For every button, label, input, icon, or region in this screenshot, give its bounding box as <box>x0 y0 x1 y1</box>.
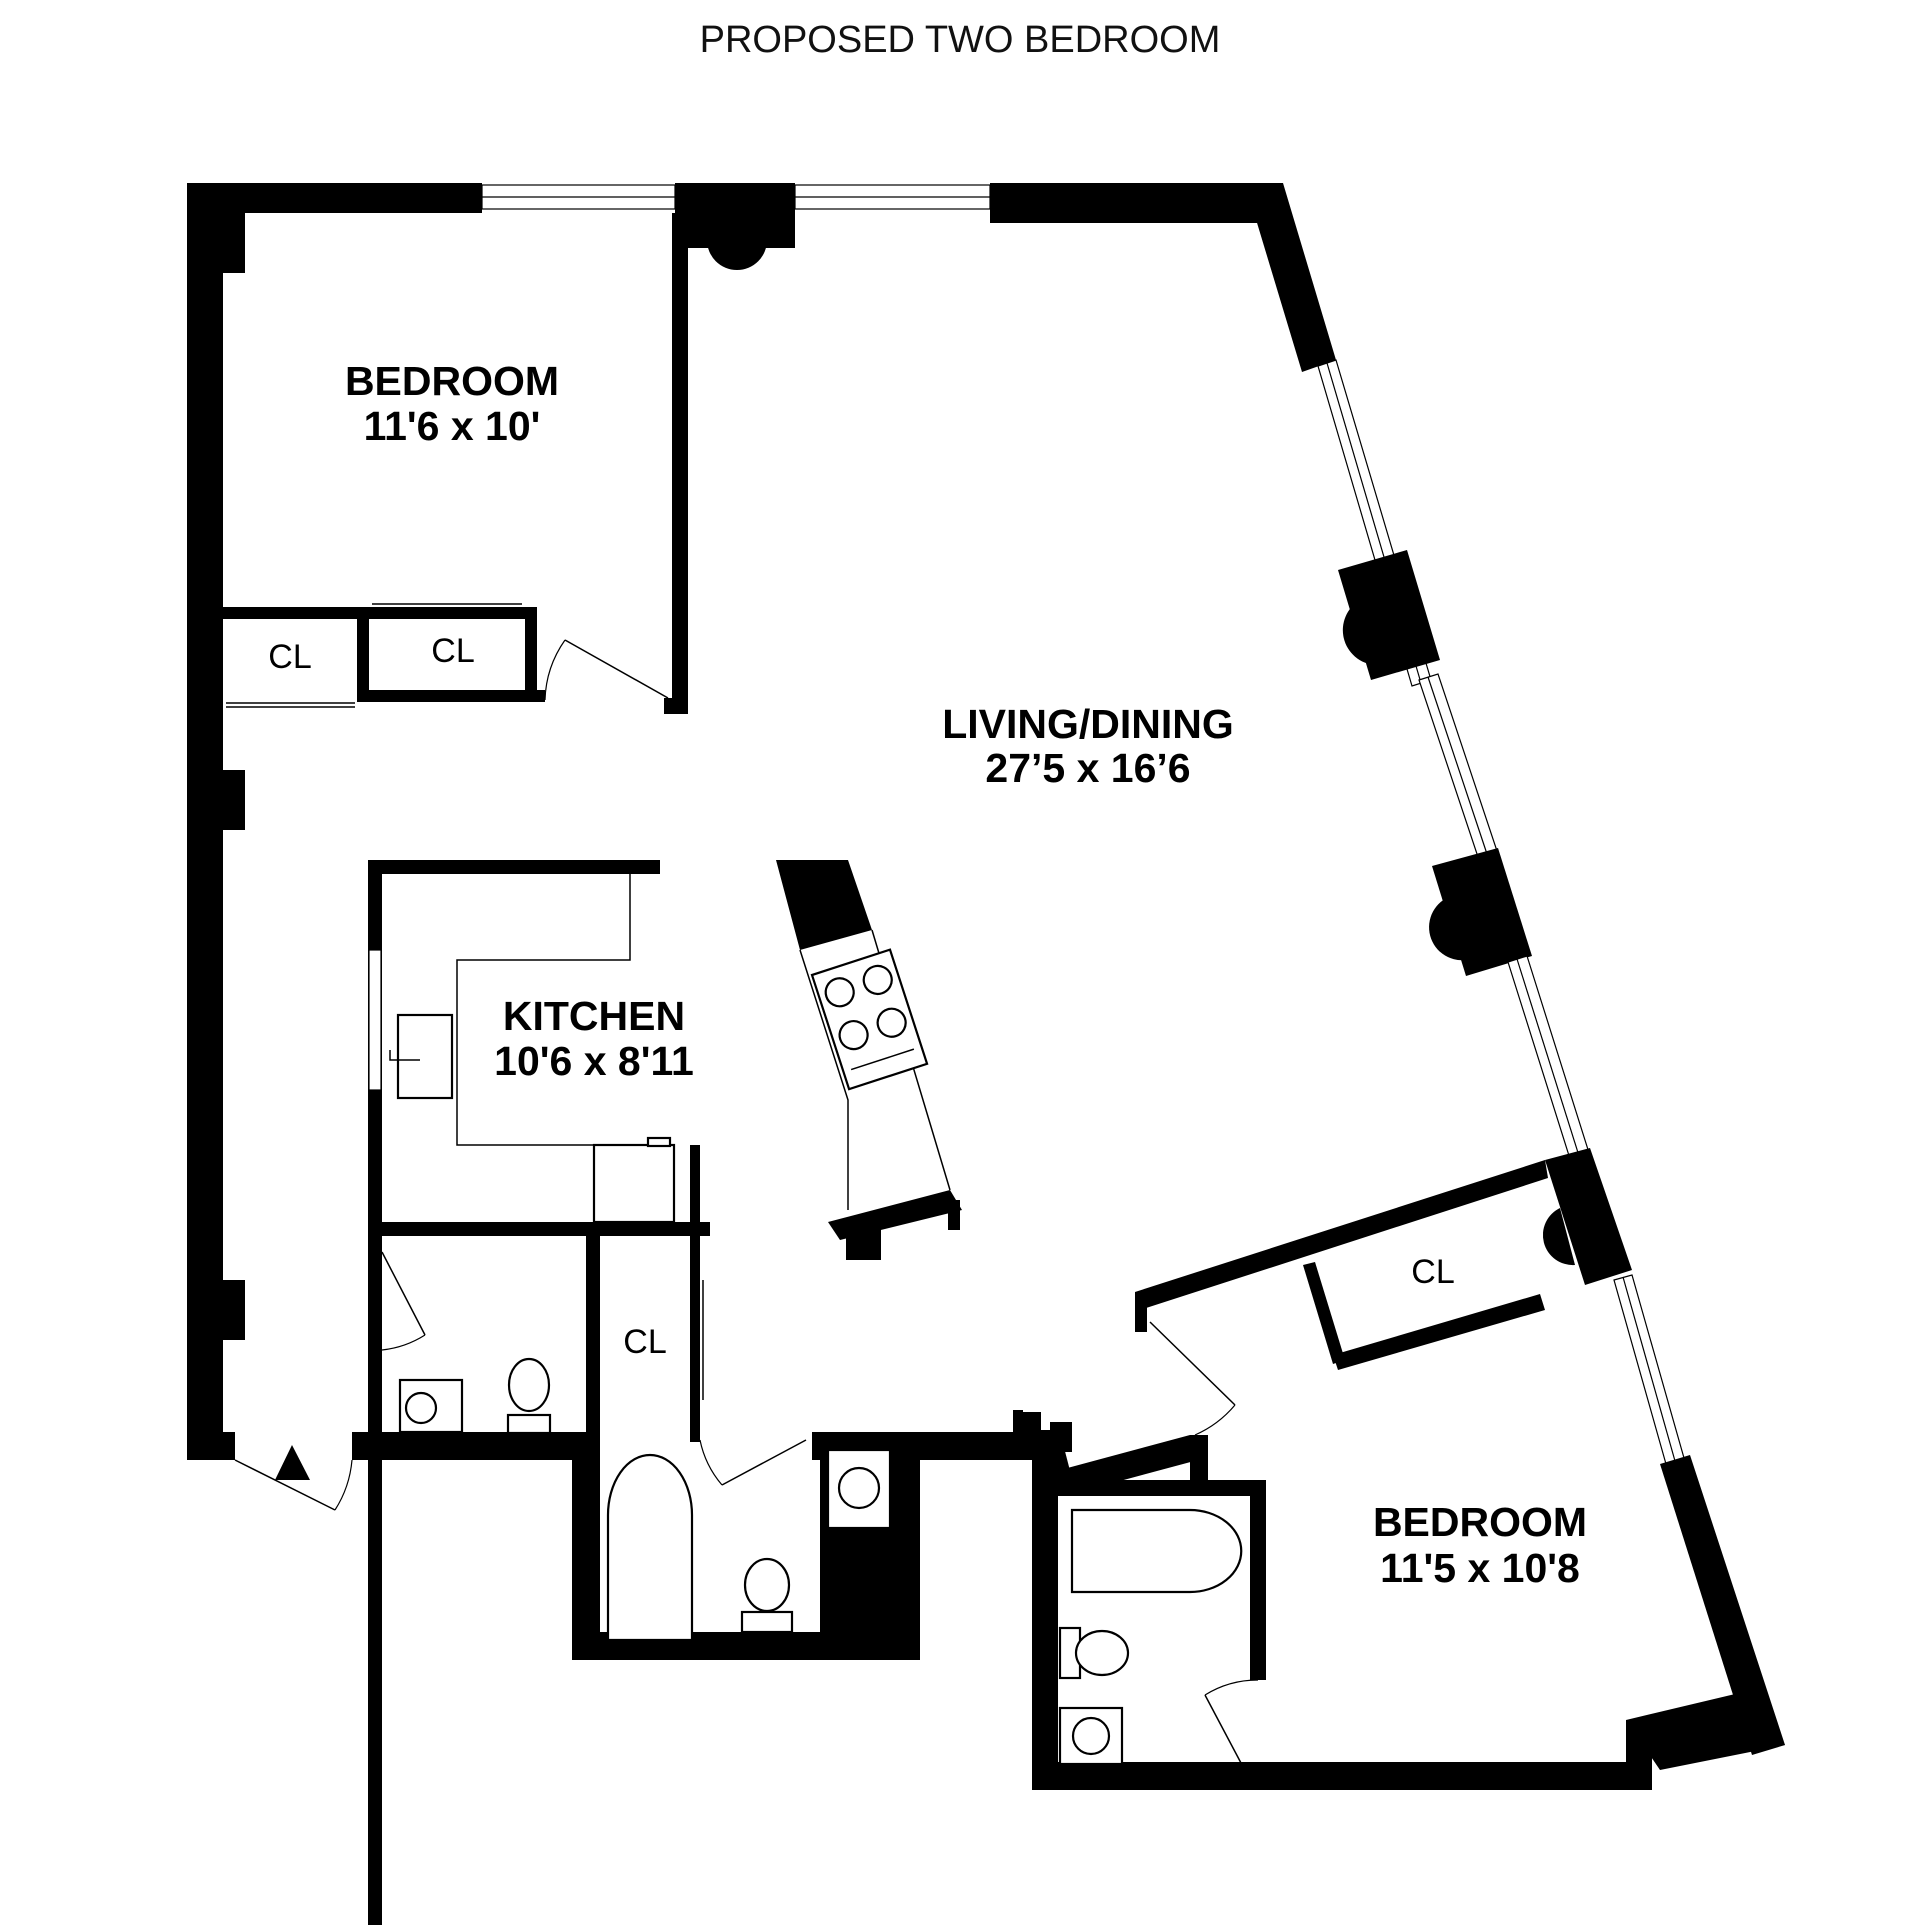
kitchen-name: KITCHEN <box>503 993 685 1039</box>
living-dining-dims: 27’5 x 16’6 <box>985 745 1190 791</box>
toilet-icon <box>740 1557 794 1634</box>
closet-label-2: CL <box>431 632 474 670</box>
bathtub-icon <box>1070 1508 1243 1594</box>
closet-label-1: CL <box>268 638 311 676</box>
kitchen-sink-icon <box>396 1013 454 1100</box>
doors <box>226 603 1538 1781</box>
stove-icon <box>810 948 929 1091</box>
fixtures <box>389 948 1243 1766</box>
toilet-icon <box>506 1357 552 1435</box>
plan-title: PROPOSED TWO BEDROOM <box>700 19 1221 61</box>
closet-label-3: CL <box>623 1323 666 1361</box>
bedroom-2-name: BEDROOM <box>1373 1499 1587 1545</box>
bedroom-1-name: BEDROOM <box>345 358 559 404</box>
interior-walls <box>223 213 1548 1925</box>
kitchen-dims: 10'6 x 8'11 <box>494 1038 694 1084</box>
toilet-icon <box>1058 1626 1130 1680</box>
closet-label-4: CL <box>1411 1253 1454 1291</box>
bedroom-1-dims: 11'6 x 10' <box>364 403 541 449</box>
bathtub-icon <box>606 1453 694 1642</box>
living-dining-name: LIVING/DINING <box>942 701 1234 747</box>
bedroom-2-dims: 11'5 x 10'8 <box>1380 1545 1580 1591</box>
